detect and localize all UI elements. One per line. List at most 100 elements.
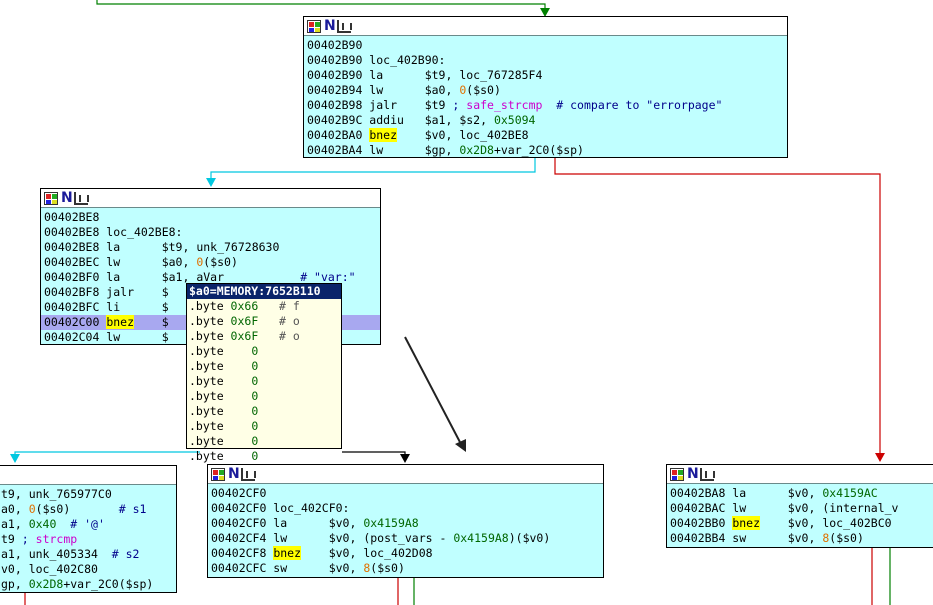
asm-token: 00402B9C addiu $a1, $s2, xyxy=(307,113,494,127)
popup-byte-row: .byte 0x6F # o xyxy=(187,329,341,344)
asm-line[interactable]: gp, 0x2D8+var_2C0($sp) xyxy=(1,577,176,592)
asm-line[interactable]: 00402BFC li $ xyxy=(44,300,380,315)
asm-token: bnez xyxy=(106,315,135,329)
asm-token: ; xyxy=(21,532,36,546)
asm-line[interactable]: a1, 0x40 # '@' xyxy=(1,517,176,532)
asm-token: safe_strcmp xyxy=(466,98,543,112)
asm-token: 8 xyxy=(363,561,371,575)
byte-directive: .byte xyxy=(189,314,231,328)
node-n-icon[interactable]: N xyxy=(61,189,73,206)
annotation-arrow xyxy=(404,336,463,447)
asm-token: gp, xyxy=(1,577,29,591)
asm-token: 0x4159A8 xyxy=(363,516,419,530)
asm-line[interactable]: 00402B98 jalr $t9 ; safe_strcmp # compar… xyxy=(307,98,787,113)
popup-byte-row: .byte 0x6F # o xyxy=(187,314,341,329)
asm-token: 00402BE8 loc_402BE8: xyxy=(44,225,183,239)
byte-directive: .byte xyxy=(189,404,231,418)
asm-line[interactable]: 00402BE8 xyxy=(44,210,380,225)
byte-directive: .byte xyxy=(189,344,231,358)
asm-line[interactable]: 00402BA4 lw $gp, 0x2D8+var_2C0($sp) xyxy=(307,143,787,157)
asm-token: $v0, loc_402BE8 xyxy=(397,128,529,142)
asm-token: 00402C00 xyxy=(44,315,107,329)
edge-center-black xyxy=(342,451,406,459)
asm-token: 00402BF8 jalr $ xyxy=(44,285,169,299)
graph-layout-icon[interactable] xyxy=(74,191,89,205)
asm-line[interactable]: 00402BF0 la $a1, aVar # "var:" xyxy=(44,270,380,285)
asm-token: 00402BF0 la $a1, aVar xyxy=(44,270,301,284)
node-header[interactable]: N xyxy=(304,17,787,36)
asm-token: 0x4159A8 xyxy=(453,531,509,545)
graph-layout-icon[interactable] xyxy=(700,467,715,481)
asm-token: 00402CFC sw $v0, xyxy=(211,561,364,575)
asm-token: bnez xyxy=(369,128,398,142)
node-n-icon[interactable]: N xyxy=(687,465,699,482)
asm-line[interactable]: 00402CF8 bnez $v0, loc_402D08 xyxy=(211,546,603,561)
byte-value: 0 xyxy=(230,419,259,433)
asm-token: +var_2C0($sp) xyxy=(493,143,584,157)
asm-line[interactable]: v0, loc_402C80 xyxy=(1,562,176,577)
asm-line[interactable]: 00402BA8 la $v0, 0x4159AC xyxy=(670,486,933,501)
asm-line[interactable]: 00402B90 xyxy=(307,38,787,53)
color-palette-icon[interactable] xyxy=(44,191,58,205)
popup-byte-row: .byte 0 xyxy=(187,389,341,404)
asm-token: 00402B90 loc_402B90: xyxy=(307,53,446,67)
asm-line[interactable]: 00402B94 lw $a0, 0($s0) xyxy=(307,83,787,98)
asm-token: 0x2D8 xyxy=(459,143,494,157)
node-header[interactable]: N xyxy=(208,465,603,484)
node-n-icon[interactable]: N xyxy=(228,465,240,482)
asm-line[interactable]: 00402BE8 la $t9, unk_76728630 xyxy=(44,240,380,255)
asm-line[interactable]: 00402CF0 xyxy=(211,486,603,501)
popup-byte-row: .byte 0 xyxy=(187,449,341,464)
asm-token: 00402CF4 lw $v0, (post_vars - xyxy=(211,531,454,545)
asm-line[interactable]: 00402CF0 la $v0, 0x4159A8 xyxy=(211,516,603,531)
asm-line[interactable]: 00402B90 la $t9, loc_767285F4 xyxy=(307,68,787,83)
node-header[interactable]: N xyxy=(667,465,933,484)
asm-line[interactable]: 00402BB4 sw $v0, 8($s0) xyxy=(670,531,933,546)
graph-layout-icon[interactable] xyxy=(337,19,352,33)
asm-token: 8 xyxy=(822,531,830,545)
graph-layout-icon[interactable] xyxy=(241,467,256,481)
asm-token: +var_2C0($sp) xyxy=(63,577,154,591)
asm-line[interactable]: 00402BF8 jalr $ xyxy=(44,285,380,300)
node-header[interactable] xyxy=(0,466,176,485)
asm-line[interactable]: 00402CF0 loc_402CF0: xyxy=(211,501,603,516)
asm-line[interactable]: 00402CF4 lw $v0, (post_vars - 0x4159A8)(… xyxy=(211,531,603,546)
asm-line[interactable]: 00402BEC lw $a0, 0($s0) xyxy=(44,255,380,270)
node-header[interactable]: N xyxy=(41,189,380,208)
byte-value: 0x66 xyxy=(230,299,259,313)
asm-line[interactable]: 00402CFC sw $v0, 8($s0) xyxy=(211,561,603,576)
color-palette-icon[interactable] xyxy=(211,467,225,481)
color-palette-icon[interactable] xyxy=(307,19,321,33)
asm-token: )($v0) xyxy=(508,531,551,545)
asm-token: 00402BE8 la $t9, unk_76728630 xyxy=(44,240,280,254)
byte-value: 0 xyxy=(230,449,259,463)
asm-line[interactable]: 00402BB0 bnez $v0, loc_402BC0 xyxy=(670,516,933,531)
asm-line[interactable]: a1, unk_405334 # s2 xyxy=(1,547,176,562)
asm-token: ; xyxy=(452,98,467,112)
byte-value: 0 xyxy=(230,374,259,388)
asm-token: # '@' xyxy=(56,517,105,531)
popup-title: $a0=MEMORY:7652B110 xyxy=(187,284,341,299)
asm-token: t9, unk_765977C0 xyxy=(1,487,112,501)
asm-line[interactable]: 00402BA0 bnez $v0, loc_402BE8 xyxy=(307,128,787,143)
asm-line[interactable]: 00402B9C addiu $a1, $s2, 0x5094 xyxy=(307,113,787,128)
asm-line[interactable]: t9, unk_765977C0 xyxy=(1,487,176,502)
asm-line[interactable]: 00402B90 loc_402B90: xyxy=(307,53,787,68)
color-palette-icon[interactable] xyxy=(670,467,684,481)
asm-token: 00402B90 xyxy=(307,38,363,52)
asm-line[interactable]: 00402BAC lw $v0, (internal_v xyxy=(670,501,933,516)
asm-token: ($s0) xyxy=(829,531,864,545)
node-n-icon[interactable]: N xyxy=(324,17,336,34)
byte-value: 0 xyxy=(230,389,259,403)
asm-token: 00402CF8 xyxy=(211,546,274,560)
asm-line[interactable]: a0, 0($s0) # s1 xyxy=(1,502,176,517)
asm-token: $v0, loc_402BC0 xyxy=(760,516,892,530)
asm-line[interactable]: t9 ; strcmp xyxy=(1,532,176,547)
asm-line[interactable]: 00402BE8 loc_402BE8: xyxy=(44,225,380,240)
